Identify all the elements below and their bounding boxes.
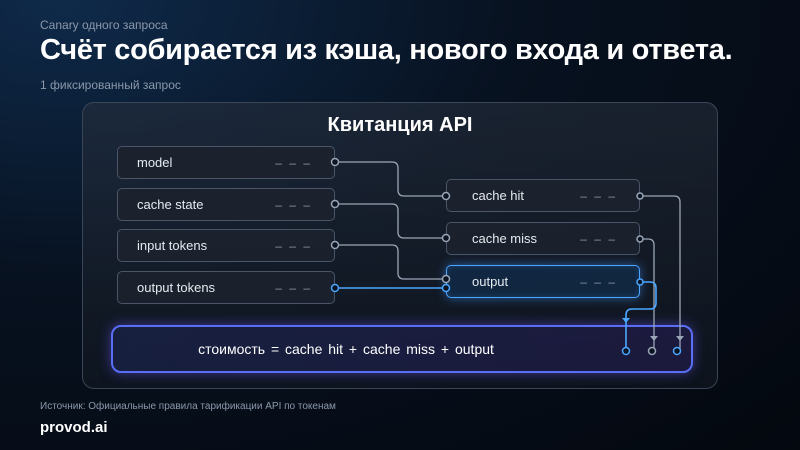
- arrow-cache-hit: [676, 336, 684, 341]
- port-cache-miss-in: [441, 233, 451, 243]
- page-title: Счёт собирается из кэша, нового входа и …: [40, 34, 733, 66]
- port-output-tokens: [330, 283, 340, 293]
- placeholder-dashes: – – –: [580, 231, 617, 246]
- wire-input-tokens-to-output: [335, 244, 446, 280]
- wire-cache-state-to-cache-miss: [335, 203, 446, 239]
- subtitle: 1 фиксированный запрос: [40, 78, 181, 92]
- formula-port-cache-hit: [672, 346, 682, 356]
- wire-cache-miss-to-formula: [640, 238, 655, 350]
- placeholder-dashes: – – –: [580, 188, 617, 203]
- input-label: output tokens: [137, 280, 216, 295]
- source-note: Источник: Официальные правила тарификаци…: [40, 401, 336, 412]
- panel-title: Квитанция API: [327, 114, 473, 136]
- input-label: input tokens: [137, 238, 208, 253]
- input-label: cache state: [137, 197, 204, 212]
- wire-output-to-formula: [625, 281, 657, 350]
- wire-model-to-cache-hit: [335, 161, 446, 197]
- formula-bar: [111, 325, 693, 373]
- port-cache-hit-out: [636, 192, 644, 200]
- input-box-input-tokens: input tokens – – –: [117, 229, 335, 262]
- input-label: model: [137, 155, 173, 170]
- output-label: cache miss: [472, 231, 538, 246]
- placeholder-dashes: – – –: [580, 274, 617, 289]
- output-box-output: output – – –: [446, 265, 640, 298]
- input-box-model: model – – –: [117, 146, 335, 179]
- arrow-cache-miss: [650, 336, 658, 341]
- formula-port-cache-miss: [647, 346, 657, 356]
- port-output-out: [636, 278, 644, 286]
- input-box-cache-state: cache state – – –: [117, 188, 335, 221]
- output-label: cache hit: [472, 188, 525, 203]
- port-input-tokens: [330, 240, 340, 250]
- output-label: output: [472, 274, 509, 289]
- placeholder-dashes: – – –: [275, 238, 312, 253]
- formula-text: стоимость = cache hit + cache miss + out…: [198, 341, 494, 357]
- port-cache-state: [330, 199, 340, 209]
- port-cache-miss-out: [636, 235, 644, 243]
- port-output-in-1: [441, 274, 451, 284]
- placeholder-dashes: – – –: [275, 197, 312, 212]
- port-output-in-2: [441, 283, 451, 293]
- kicker: Canary одного запроса: [40, 18, 168, 32]
- port-model: [330, 157, 340, 167]
- wire-cache-hit-to-formula: [640, 195, 681, 350]
- placeholder-dashes: – – –: [275, 155, 312, 170]
- output-box-cache-miss: cache miss – – –: [446, 222, 640, 255]
- brand-logo: provod.ai: [40, 419, 108, 436]
- placeholder-dashes: – – –: [275, 280, 312, 295]
- formula-port-output: [621, 346, 631, 356]
- output-box-cache-hit: cache hit – – –: [446, 179, 640, 212]
- port-cache-hit-in: [441, 191, 451, 201]
- arrow-output: [622, 318, 630, 323]
